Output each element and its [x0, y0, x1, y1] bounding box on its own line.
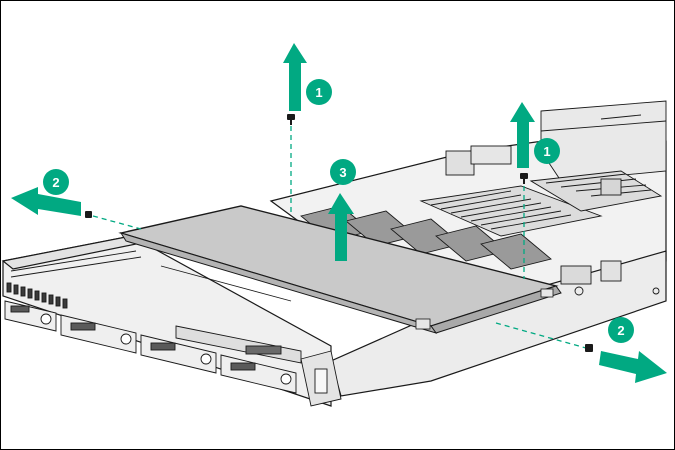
step-badge-label: 2 [617, 323, 624, 338]
access-cover [118, 205, 562, 334]
arrow-up-icon [283, 43, 307, 111]
screw-icon [585, 344, 593, 352]
step-arrows [11, 43, 667, 383]
screw-icon [85, 211, 92, 218]
step-badge-1-right: 1 [534, 138, 560, 164]
internal-components [419, 100, 667, 296]
step-badge-1-top: 1 [306, 79, 332, 105]
step-badge-label: 3 [339, 165, 346, 180]
screw-icon [287, 114, 295, 125]
front-panel-details [4, 250, 342, 407]
step-badge-label: 1 [315, 85, 322, 100]
screws [85, 114, 593, 352]
step-badge-2-left: 2 [43, 169, 69, 195]
step-badge-label: 2 [52, 175, 59, 190]
step-badge-2-right: 2 [608, 317, 634, 343]
screw-icon [520, 173, 528, 184]
step-badge-3: 3 [330, 159, 356, 185]
arrow-left-icon [11, 187, 81, 216]
guide-lines [92, 126, 587, 349]
arrow-up-icon [328, 193, 354, 261]
step-badge-label: 1 [543, 144, 550, 159]
arrow-up-icon [510, 102, 535, 168]
arrow-right-icon [599, 351, 667, 383]
